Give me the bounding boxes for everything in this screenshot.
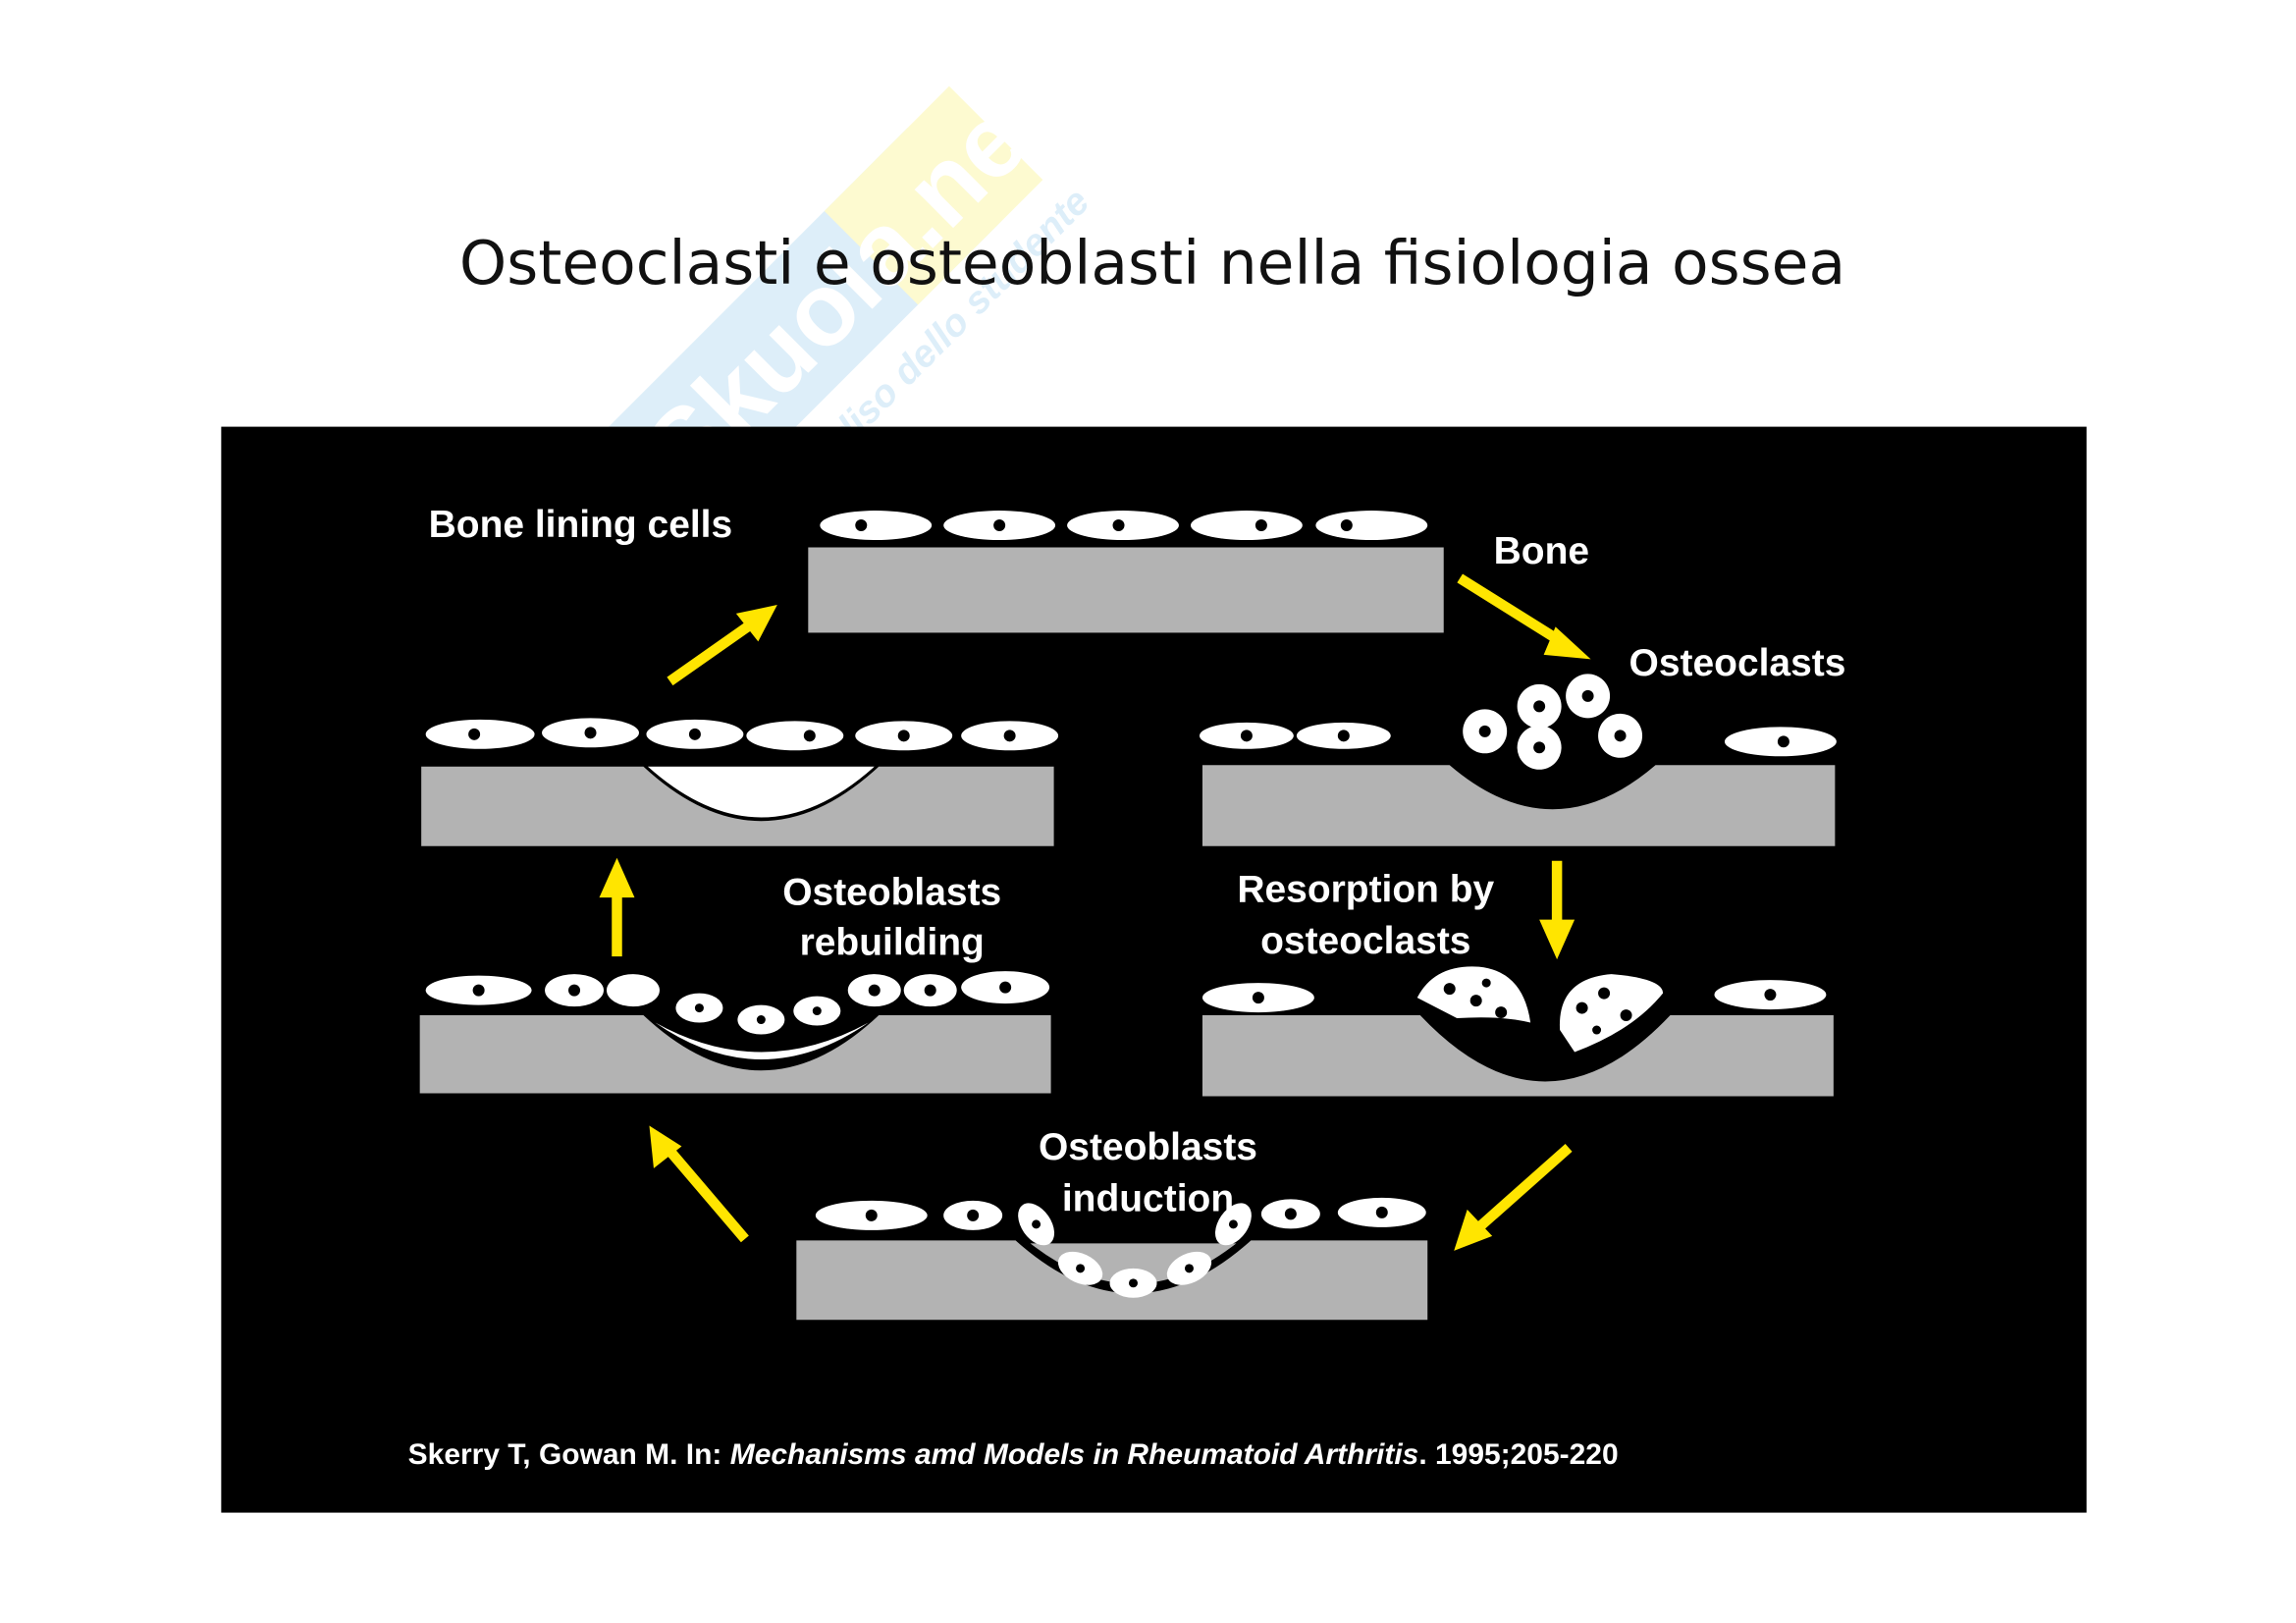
- panel-resorption: [1201, 966, 1834, 1097]
- slide-title: Osteoclasti e osteoblasti nella fisiolog…: [459, 229, 1845, 298]
- label-bone-lining-cells: Bone lining cells: [429, 504, 733, 546]
- label-rebuilding-1: Osteoblasts: [782, 872, 1001, 914]
- label-resorption-1: Resorption by: [1237, 869, 1494, 911]
- cycle-arrows: [599, 573, 1591, 1251]
- label-induction-2: induction: [1062, 1177, 1234, 1219]
- panel-resting-bone: [808, 511, 1444, 633]
- citation-details: . 1995;205-220: [1418, 1438, 1618, 1471]
- citation-authors: Skerry T, Gowan M. In:: [408, 1438, 730, 1471]
- label-osteoclasts: Osteoclasts: [1629, 642, 1846, 684]
- citation: Skerry T, Gowan M. In: Mechanisms amd Mo…: [408, 1438, 1619, 1471]
- label-induction-1: Osteoblasts: [1039, 1126, 1257, 1168]
- label-rebuilding-2: rebuilding: [800, 922, 985, 964]
- label-resorption-2: osteoclasts: [1260, 920, 1470, 962]
- bone-remodeling-figure: Bone lining cells Bone Osteoclasts Resor…: [221, 426, 2087, 1513]
- arrow-icon: [667, 604, 777, 686]
- arrow-icon: [1539, 860, 1575, 960]
- label-bone: Bone: [1494, 530, 1589, 572]
- arrow-icon: [599, 857, 635, 957]
- arrow-icon: [649, 1125, 749, 1243]
- panel-osteoclasts: [1199, 674, 1837, 846]
- panel-osteoblast-induction: [796, 1197, 1428, 1321]
- arrow-icon: [1454, 1144, 1573, 1251]
- panel-osteoblast-rebuilding: [419, 971, 1051, 1094]
- arrow-icon: [1457, 573, 1591, 660]
- citation-source: Mechanisms amd Models in Rheumatoid Arth…: [730, 1438, 1419, 1471]
- panel-new-bone: [421, 718, 1059, 846]
